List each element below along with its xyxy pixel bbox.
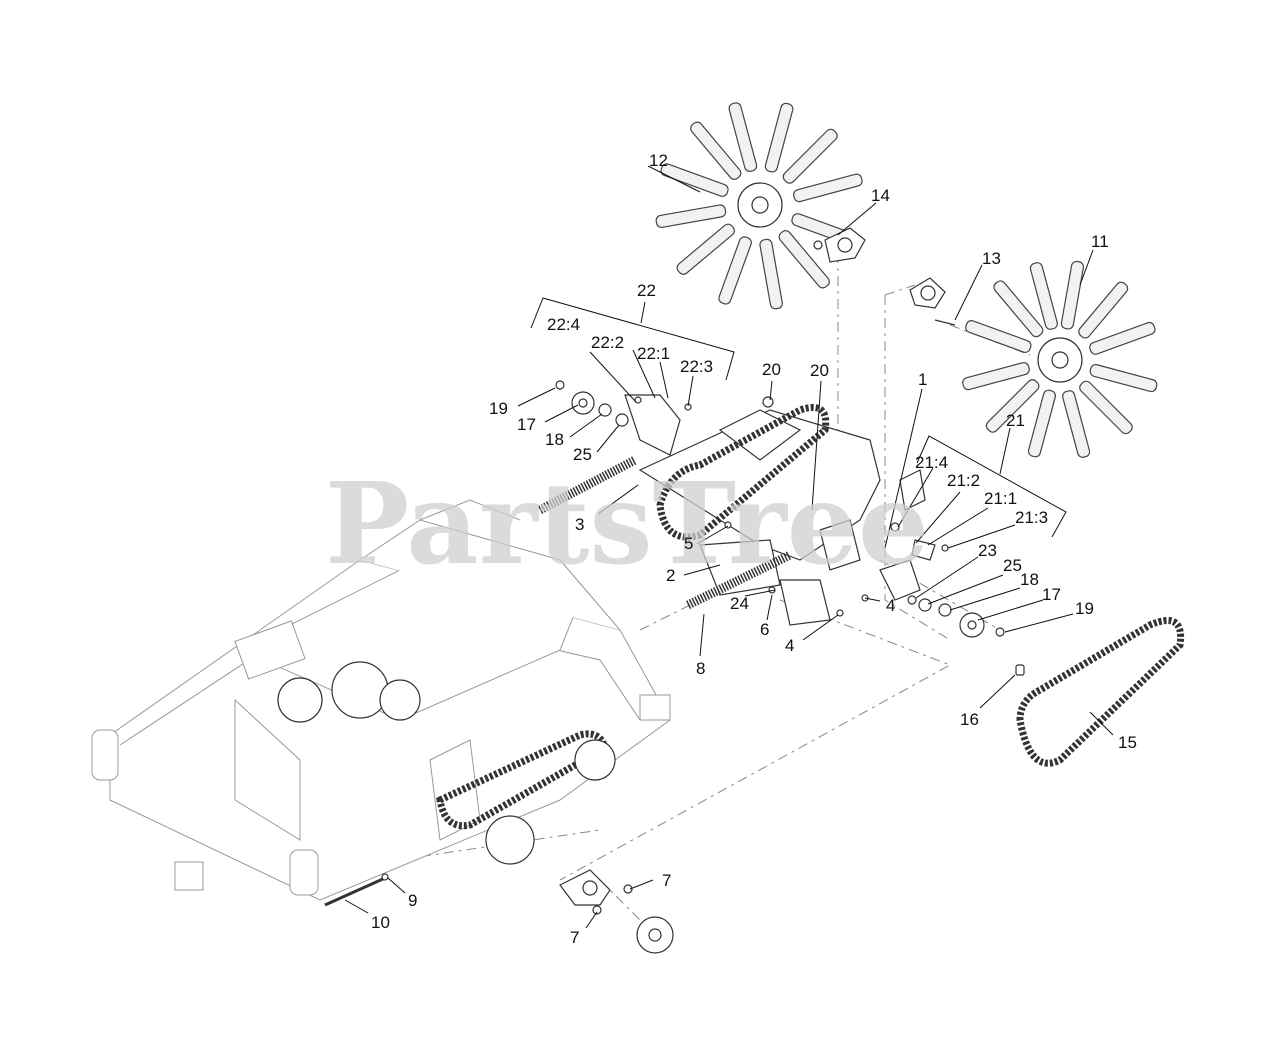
callout-3[interactable]: 3 [575, 515, 584, 534]
callout-18-right[interactable]: 18 [1020, 570, 1039, 589]
spring-8[interactable] [686, 550, 792, 610]
right-tine-rotor[interactable] [962, 260, 1158, 459]
callout-6[interactable]: 6 [760, 620, 769, 639]
callout-21-3[interactable]: 21:3 [1015, 508, 1048, 527]
lower-drive-chain [436, 730, 674, 954]
watermark: PartsTree [325, 459, 929, 590]
callout-18-left[interactable]: 18 [545, 430, 564, 449]
callout-21[interactable]: 21 [1006, 411, 1025, 430]
callout-22-2[interactable]: 22:2 [591, 333, 624, 352]
bolt-10[interactable] [324, 873, 389, 907]
callout-2[interactable]: 2 [666, 566, 675, 585]
callout-12[interactable]: 12 [649, 151, 668, 170]
callout-9[interactable]: 9 [408, 891, 417, 910]
callout-4-upper[interactable]: 4 [886, 596, 895, 615]
callout-17-right[interactable]: 17 [1042, 585, 1061, 604]
group-bracket-21 [916, 427, 1067, 538]
callout-19-right[interactable]: 19 [1075, 599, 1094, 618]
callout-16[interactable]: 16 [960, 710, 979, 729]
left-idler-hardware [555, 380, 692, 456]
callout-25-left[interactable]: 25 [573, 445, 592, 464]
callout-8[interactable]: 8 [696, 659, 705, 678]
drive-chain-15[interactable] [1016, 617, 1185, 767]
bearing-flange-14[interactable] [813, 227, 866, 263]
callout-24[interactable]: 24 [730, 594, 749, 613]
callout-25-right[interactable]: 25 [1003, 556, 1022, 575]
callout-22[interactable]: 22 [637, 281, 656, 300]
left-tine-rotor[interactable] [655, 102, 863, 310]
callout-labels: 1 2 3 4 4 5 6 7 7 8 9 10 11 12 13 14 15 … [371, 151, 1137, 947]
callout-20-right[interactable]: 20 [810, 361, 829, 380]
callout-21-4[interactable]: 21:4 [915, 453, 948, 472]
callout-13[interactable]: 13 [982, 249, 1001, 268]
machine-frame [91, 499, 671, 901]
bearing-flange-13[interactable] [909, 277, 956, 326]
callout-20-left[interactable]: 20 [762, 360, 781, 379]
callout-15[interactable]: 15 [1118, 733, 1137, 752]
callout-4-lower[interactable]: 4 [785, 636, 794, 655]
callout-17-left[interactable]: 17 [517, 415, 536, 434]
callout-23[interactable]: 23 [978, 541, 997, 560]
right-idler-hardware [724, 396, 1005, 638]
callout-11[interactable]: 11 [1091, 232, 1109, 251]
callout-22-1[interactable]: 22:1 [637, 344, 670, 363]
callout-22-4[interactable]: 22:4 [547, 315, 580, 334]
chain-master-link-16[interactable] [1015, 664, 1025, 676]
callout-1[interactable]: 1 [918, 370, 927, 389]
callout-14[interactable]: 14 [871, 186, 890, 205]
callout-7-lower[interactable]: 7 [570, 928, 579, 947]
leader-lines [344, 165, 1114, 929]
callout-5[interactable]: 5 [684, 534, 693, 553]
callout-21-1[interactable]: 21:1 [984, 489, 1017, 508]
group-bracket-22 [530, 297, 735, 381]
callout-7-upper[interactable]: 7 [662, 871, 671, 890]
callout-22-3[interactable]: 22:3 [680, 357, 713, 376]
callout-21-2[interactable]: 21:2 [947, 471, 980, 490]
upper-drive-chain [656, 404, 830, 541]
callout-19-left[interactable]: 19 [489, 399, 508, 418]
callout-10[interactable]: 10 [371, 913, 390, 932]
